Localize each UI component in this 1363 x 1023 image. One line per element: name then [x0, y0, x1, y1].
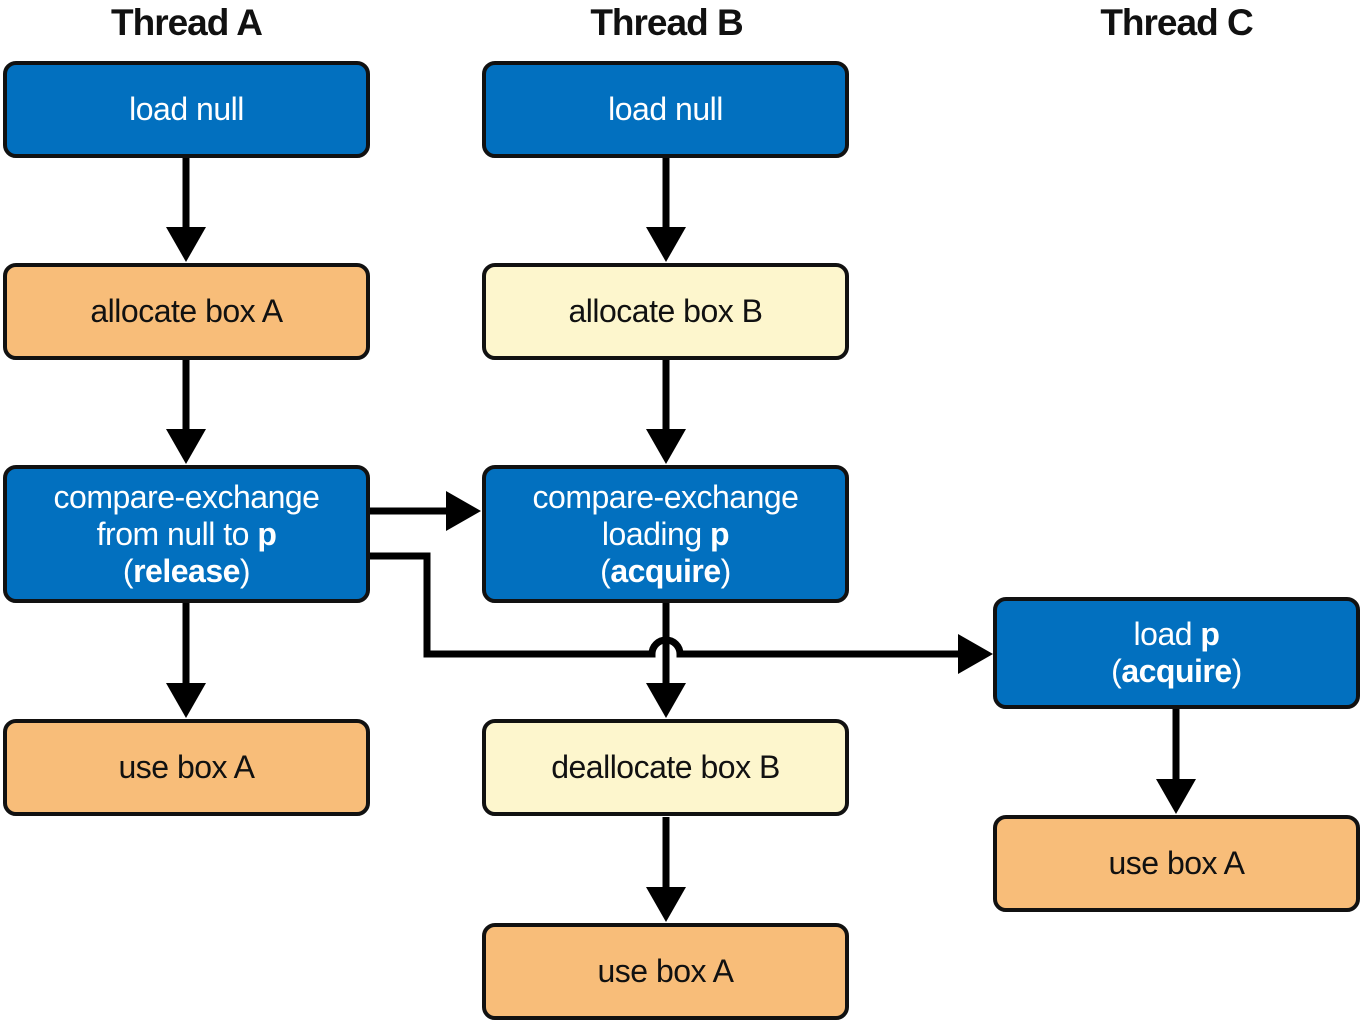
thread-a-use-label: use box A [118, 749, 255, 785]
thread-a-header: Thread A [111, 2, 263, 43]
thread-b-deallocate-label: deallocate box B [551, 749, 780, 785]
thread-c-header: Thread C [1100, 2, 1253, 43]
arrow-b-cmpxchg-to-deallocate [646, 603, 686, 718]
thread-a-allocate-box: allocate box A [3, 263, 370, 360]
thread-a-allocate-label: allocate box A [90, 293, 283, 329]
arrow-b-deallocate-to-use [646, 817, 686, 922]
thread-c-load-line2: (acquire) [1111, 653, 1242, 689]
arrow-a-load-to-allocate [166, 158, 206, 262]
thread-a-cmpxchg-line1: compare-exchange [53, 478, 320, 515]
arrow-b-allocate-to-cmpxchg [646, 360, 686, 464]
thread-a-load-null-label: load null [129, 91, 244, 127]
thread-b-cmpxchg-line2: loading p [601, 515, 730, 552]
thread-a-use-box: use box A [3, 719, 370, 816]
thread-b-use-box: use box A [482, 923, 849, 1020]
thread-b-cmpxchg-line3: (acquire) [600, 552, 731, 589]
thread-b-use-label: use box A [597, 953, 734, 989]
arrow-a-cmpxchg-to-use [166, 603, 206, 718]
thread-b-deallocate-box: deallocate box B [482, 719, 849, 816]
thread-b-cmpxchg-line1: compare-exchange [532, 478, 799, 515]
thread-a-cmpxchg-line3: (release) [122, 552, 251, 589]
thread-a-load-null-box: load null [3, 61, 370, 158]
thread-a-cmpxchg-box: compare-exchange from null to p (release… [3, 465, 370, 603]
arrow-a-release-to-c-acquire [370, 552, 993, 674]
thread-c-load-line1: load p [1133, 616, 1220, 652]
arrow-b-load-to-allocate [646, 158, 686, 262]
arrow-c-load-to-use [1156, 709, 1196, 814]
thread-b-load-null-box: load null [482, 61, 849, 158]
thread-c-use-box: use box A [993, 815, 1360, 912]
thread-b-load-null-label: load null [608, 91, 723, 127]
thread-b-allocate-box: allocate box B [482, 263, 849, 360]
arrow-a-allocate-to-cmpxchg [166, 360, 206, 464]
thread-b-header: Thread B [590, 2, 743, 43]
thread-b-allocate-label: allocate box B [568, 293, 763, 329]
thread-c-load-box: load p (acquire) [993, 597, 1360, 709]
thread-a-cmpxchg-line2: from null to p [96, 515, 277, 552]
arrow-a-release-to-b-acquire [370, 491, 481, 531]
thread-c-use-label: use box A [1108, 845, 1245, 881]
thread-b-cmpxchg-box: compare-exchange loading p (acquire) [482, 465, 849, 603]
